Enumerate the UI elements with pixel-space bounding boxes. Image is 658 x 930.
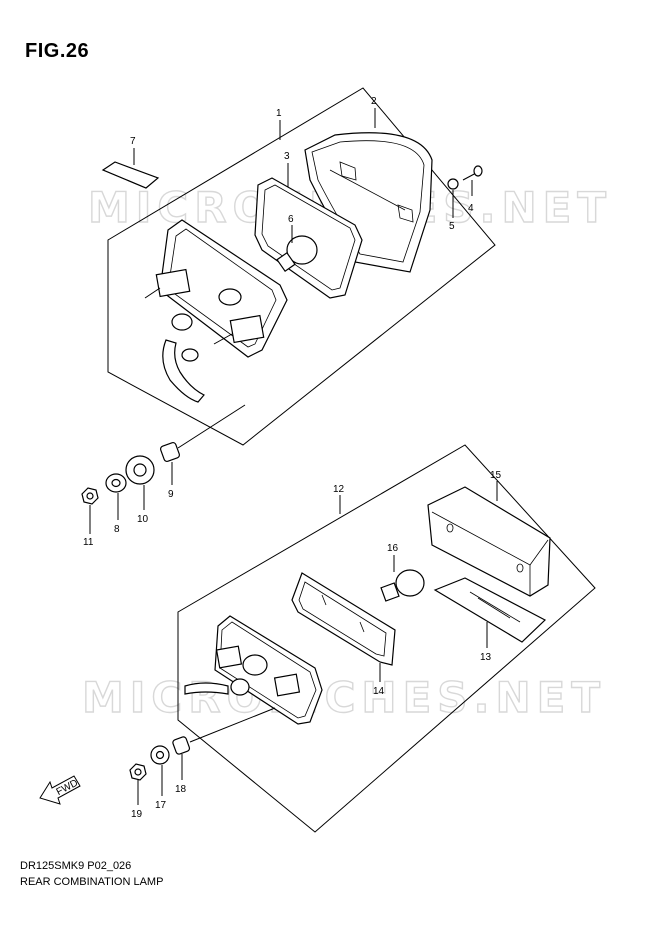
fwd-arrow-icon: FWD: [39, 775, 81, 805]
callout-4: 4: [468, 203, 474, 214]
callout-2: 2: [371, 96, 377, 107]
part-12-lamp-base: [184, 615, 323, 725]
lower-assembly-frame: [177, 444, 596, 833]
upper-assembly-frame: [107, 87, 496, 446]
part-14-gasket: [291, 572, 396, 666]
callout-13: 13: [480, 652, 492, 663]
part-18-collar: [172, 736, 191, 755]
callout-17: 17: [155, 800, 167, 811]
part-16-bulb: [380, 569, 425, 602]
callout-11: 11: [83, 537, 94, 548]
callout-15: 15: [490, 470, 502, 481]
figure-title: FIG.26: [25, 40, 90, 62]
part-2-lens-cover: [304, 132, 433, 273]
callout-1: 1: [276, 108, 282, 119]
part-13-reflector: [433, 577, 547, 643]
callout-5: 5: [449, 221, 455, 232]
callout-6: 6: [288, 214, 294, 225]
callout-19: 19: [131, 809, 143, 820]
callout-8: 8: [114, 524, 120, 535]
callout-10: 10: [137, 514, 149, 525]
part-4-screw: [462, 165, 483, 181]
fwd-label: FWD: [55, 778, 80, 798]
callout-9: 9: [168, 489, 174, 500]
part-9-collar: [159, 441, 181, 463]
part-7-reflector: [101, 161, 160, 189]
part-5-washer: [447, 178, 459, 190]
part-6-bulb: [276, 235, 318, 273]
part-19-nut: [129, 763, 147, 781]
part-11-nut: [81, 487, 99, 505]
callout-14: 14: [373, 686, 385, 697]
part-1-lamp-base: [144, 219, 288, 403]
callout-7: 7: [130, 136, 136, 147]
callout-12: 12: [333, 484, 345, 495]
watermark-bottom: MICROFICHES.NET: [82, 673, 606, 722]
callout-18: 18: [175, 784, 187, 795]
callout-16: 16: [387, 543, 399, 554]
leader-stud: [177, 404, 246, 449]
part-15-lens: [427, 486, 551, 597]
figure-code: DR125SMK9 P02_026: [20, 860, 132, 872]
part-8-washer: [105, 473, 127, 493]
leader-lower-stud: [189, 707, 276, 743]
part-17-washer: [150, 745, 170, 765]
callout-3: 3: [284, 151, 290, 162]
figure-caption: REAR COMBINATION LAMP: [20, 876, 164, 888]
part-10-grommet: [125, 455, 155, 485]
